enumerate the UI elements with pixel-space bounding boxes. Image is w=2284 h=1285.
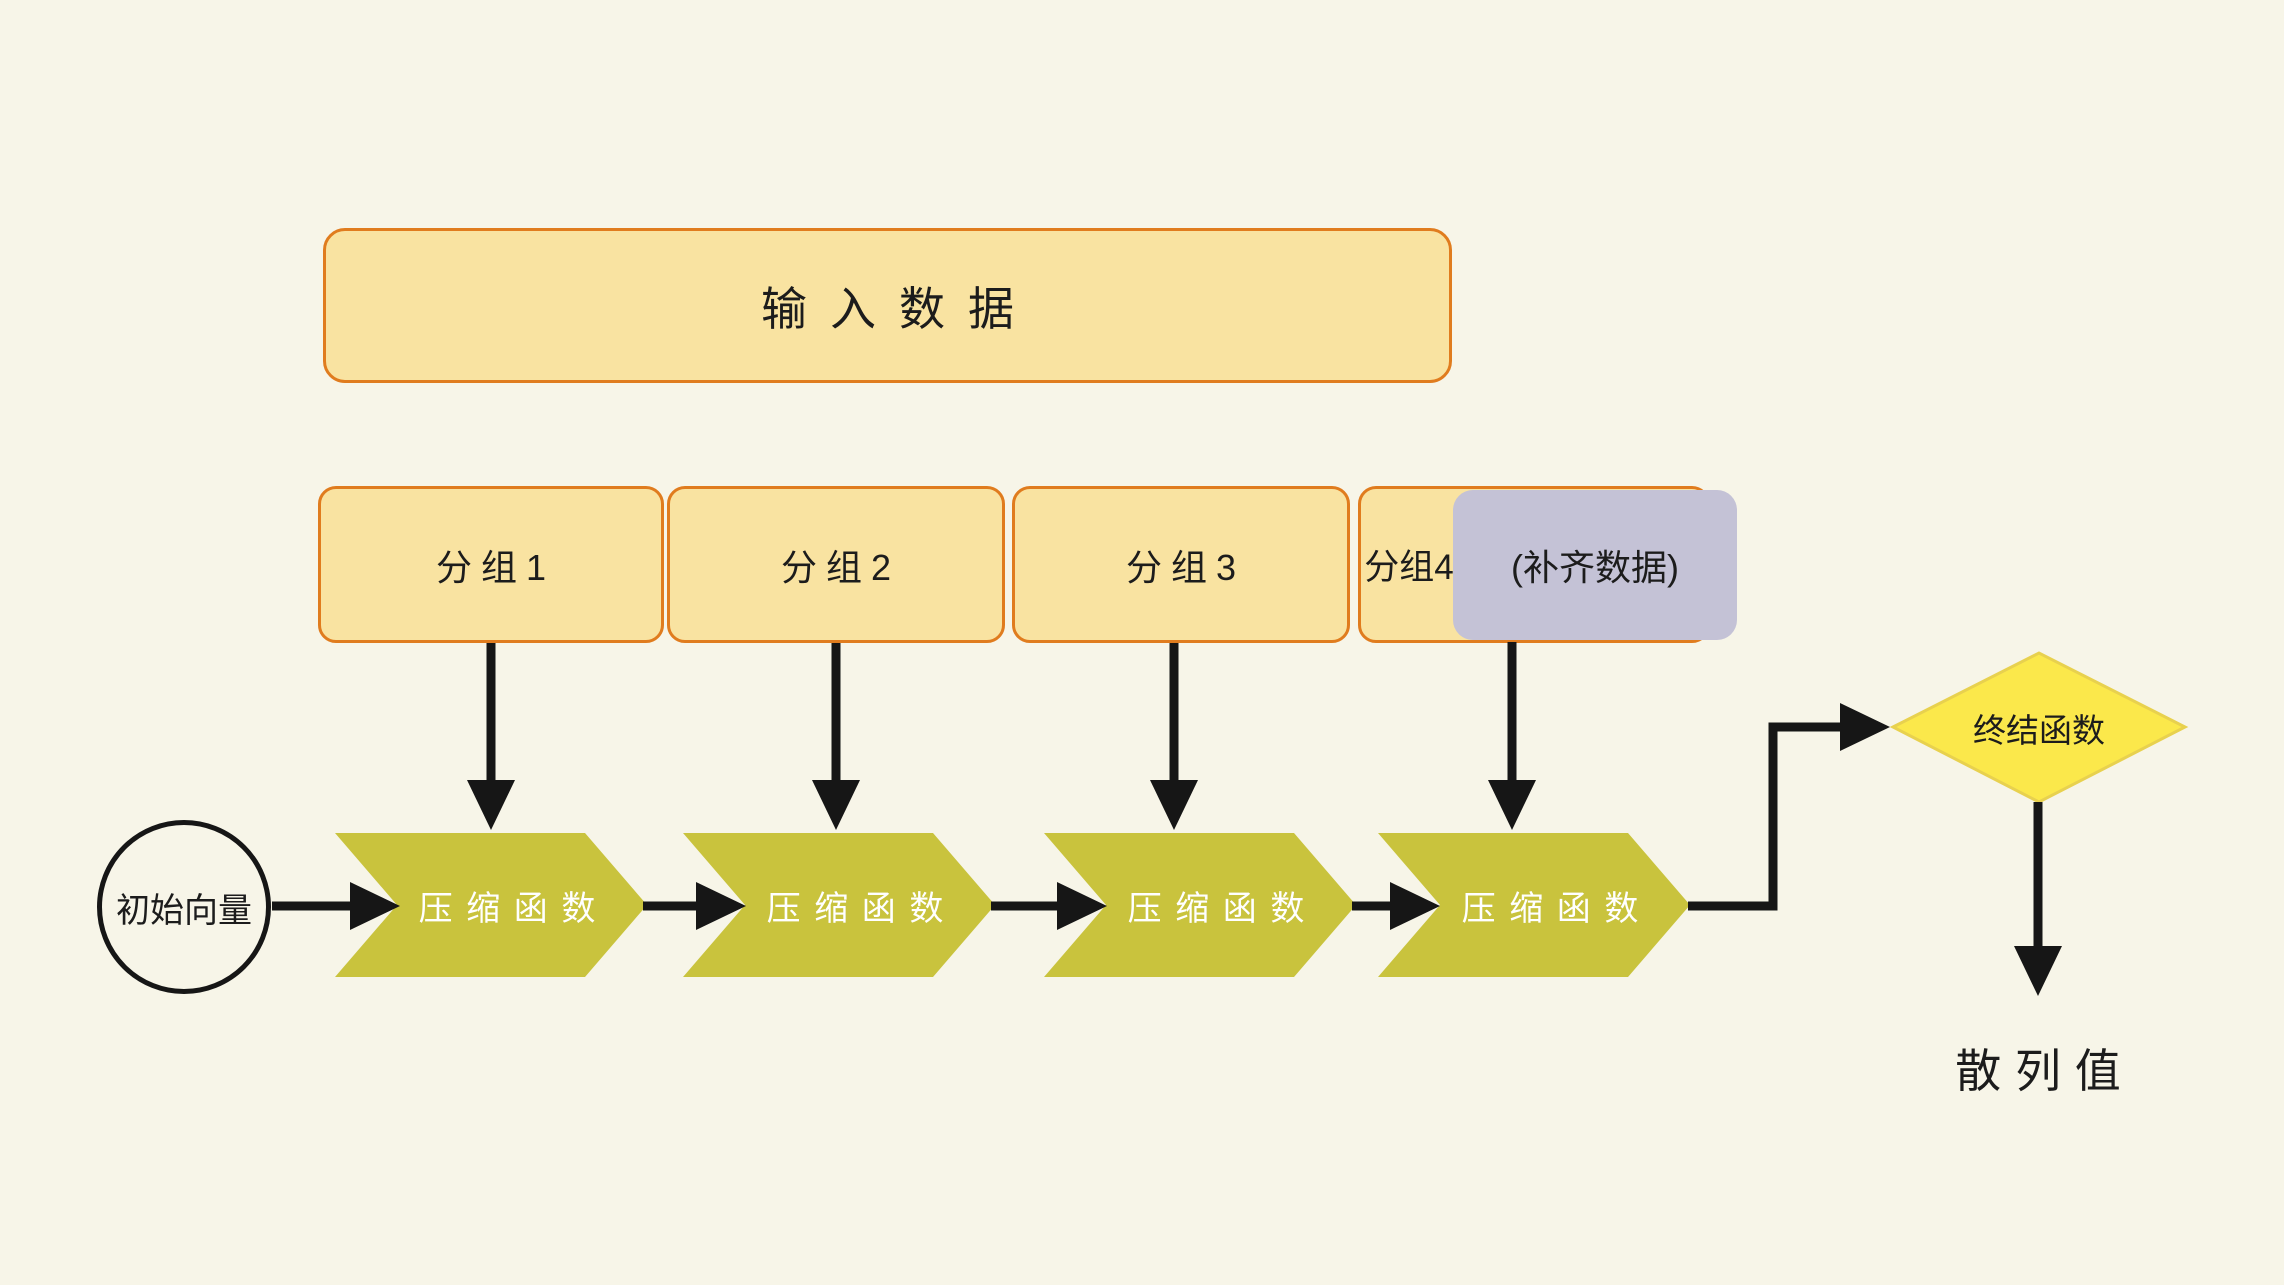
arrow-initial-vector-to-compress1 [272, 882, 400, 930]
input-data-box: 输入数据 [323, 228, 1452, 383]
group3-label: 分组3 [1125, 546, 1246, 588]
compress-function4-chevron: 压缩函数 [1378, 833, 1690, 977]
arrow-compress1-to-compress2 [643, 882, 746, 930]
arrow-group1-to-compress1 [467, 643, 515, 830]
group2-label: 分组2 [780, 546, 901, 588]
input-data-label: 输入数据 [761, 282, 1037, 335]
group4-label: 分组4 [1364, 548, 1454, 587]
arrow-compress2-to-compress3 [991, 882, 1107, 930]
arrow-group3-to-compress3 [1150, 643, 1198, 830]
arrow-final-function-to-hash-value [2014, 802, 2062, 996]
padding-data-label: (补齐数据) [1511, 547, 1679, 588]
group1-box: 分组1 [318, 486, 664, 643]
hash-value-label: 散列值 [1955, 1045, 2135, 1097]
diamond-shape [1889, 651, 2189, 804]
hash-value-text: 散列值 [1888, 1040, 2188, 1097]
final-function-diamond: 终结函数 [1893, 655, 2185, 801]
arrow-padding-to-compress4 [1488, 642, 1536, 830]
group1-label: 分组1 [435, 546, 556, 588]
group3-box: 分组3 [1012, 486, 1350, 643]
compress-function4-label: 压缩函数 [1461, 889, 1652, 928]
compress-function2-label: 压缩函数 [766, 889, 957, 928]
initial-vector-label: 初始向量 [116, 891, 252, 930]
group2-box: 分组2 [667, 486, 1005, 643]
compress-function3-label: 压缩函数 [1127, 889, 1318, 928]
initial-vector-circle: 初始向量 [97, 820, 271, 994]
arrow-compress4-to-final-function [1688, 703, 1890, 911]
arrow-compress3-to-compress4 [1352, 882, 1440, 930]
padding-data-box: (补齐数据) [1453, 490, 1737, 640]
final-function-label: 终结函数 [1973, 712, 2105, 749]
compress-function1-label: 压缩函数 [418, 889, 609, 928]
arrow-group2-to-compress2 [812, 643, 860, 830]
